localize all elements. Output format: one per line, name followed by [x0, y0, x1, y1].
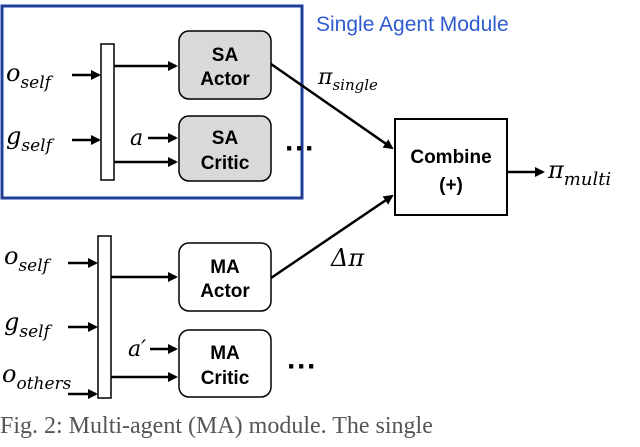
sa-actor-label-line1: SA — [212, 45, 239, 66]
sa-actor-label-line2: Actor — [200, 69, 250, 90]
sa-input-o-self: oself — [6, 59, 54, 93]
sa-critic-box — [178, 115, 272, 182]
sa-critic-label-line1: SA — [212, 128, 239, 149]
single-agent-module-frame — [0, 4, 304, 200]
ma-critic-input-a-prime: a′ — [128, 337, 146, 362]
ma-actor-to-combine-arrow — [270, 194, 394, 280]
combine-box — [394, 118, 508, 216]
sa-critic-ellipsis: ··· — [285, 132, 315, 165]
ma-input-bar — [97, 235, 112, 399]
sa-critic-label-line2: Critic — [201, 153, 250, 174]
figure-caption: Fig. 2: Multi-agent (MA) module. The sin… — [0, 413, 433, 439]
combine-label-line2: (+) — [439, 175, 463, 196]
delta-pi-label: Δπ — [330, 244, 365, 272]
ma-critic-label-line2: Critic — [201, 368, 250, 389]
ma-input-o-others: oothers — [2, 360, 72, 394]
ma-actor-label-line1: MA — [210, 257, 240, 278]
module-title: Single Agent Module — [316, 13, 509, 36]
sa-critic-input-a: a — [130, 126, 143, 151]
ma-critic-box — [178, 329, 272, 398]
ma-critic-ellipsis: ··· — [287, 350, 317, 383]
sa-input-g-self: gself — [6, 122, 55, 156]
ma-input-g-self: gself — [4, 308, 53, 342]
policy-single-label: πsingle — [317, 65, 378, 94]
sa-input-bar — [100, 43, 115, 181]
ma-input-o-self: oself — [4, 242, 52, 276]
combine-label-line1: Combine — [410, 147, 491, 168]
sa-actor-to-combine-arrow — [270, 62, 394, 150]
ma-actor-label-line2: Actor — [200, 281, 250, 302]
ma-critic-label-line1: MA — [210, 343, 240, 364]
output-policy-label: πmulti — [547, 156, 611, 190]
